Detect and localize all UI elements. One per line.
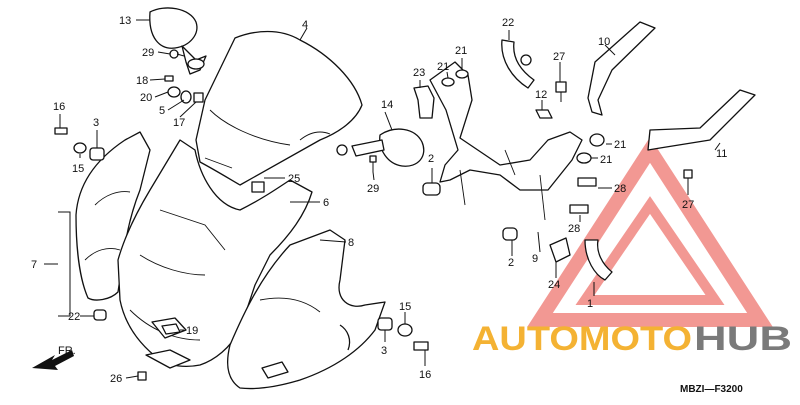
callout-10: 10 xyxy=(598,36,610,48)
callout-23: 23 xyxy=(413,67,425,79)
grommet-1 xyxy=(93,309,107,321)
callout-22b: 1 xyxy=(587,298,593,310)
right-mirror xyxy=(336,128,425,167)
callout-26: 26 xyxy=(110,373,122,385)
callout-labels: 13 29 4 22 10 21 21 27 23 18 20 5 17 14 … xyxy=(31,15,727,385)
callout-14: 14 xyxy=(381,99,393,111)
stay-10 xyxy=(587,21,656,116)
callout-25: 25 xyxy=(288,173,300,185)
nut-12 xyxy=(535,109,553,119)
callout-21b: 21 xyxy=(437,61,449,73)
left-mirror xyxy=(149,7,207,75)
callout-16b: 16 xyxy=(419,369,431,381)
callout-15: 15 xyxy=(72,163,84,175)
screw-29-a xyxy=(169,49,185,59)
left-fasteners xyxy=(54,127,105,161)
callout-21c: 21 xyxy=(614,139,626,151)
callout-12: 12 xyxy=(535,89,547,101)
strap-22-lower xyxy=(549,237,613,281)
watermark-logo xyxy=(527,137,773,327)
watermark-text: AUTOMOTO HUB xyxy=(472,320,792,358)
small-hardware xyxy=(164,75,204,104)
bolts-28 xyxy=(569,177,597,214)
callout-1: 22 xyxy=(68,311,80,323)
windscreen xyxy=(195,30,363,186)
callout-24: 24 xyxy=(548,279,560,291)
diagram-code: MBZI—F3200 xyxy=(680,384,743,395)
callout-7: 7 xyxy=(31,259,37,271)
callout-28: 28 xyxy=(614,183,626,195)
callout-28b: 28 xyxy=(568,223,580,235)
callout-27: 27 xyxy=(553,51,565,63)
bolt-27-top xyxy=(555,81,567,102)
callout-2b: 2 xyxy=(508,257,514,269)
watermark-hub: HUB xyxy=(694,320,792,358)
callout-8: 8 xyxy=(348,237,354,249)
callout-16: 16 xyxy=(53,101,65,113)
fairing-stay xyxy=(422,61,583,241)
callout-6: 6 xyxy=(323,197,329,209)
right-side-cowl xyxy=(227,229,386,390)
callout-19: 19 xyxy=(186,325,198,337)
screw-26 xyxy=(137,371,147,381)
front-direction-arrow: FR. xyxy=(32,345,76,370)
direction-label: FR. xyxy=(58,345,76,357)
callout-27b: 27 xyxy=(682,199,694,211)
bracket-7 xyxy=(44,211,71,317)
strap-22-top xyxy=(501,39,535,89)
callout-22: 22 xyxy=(502,17,514,29)
grommet-21-top xyxy=(441,69,469,87)
right-fasteners xyxy=(377,317,429,351)
callout-21d: 21 xyxy=(600,154,612,166)
callout-18: 18 xyxy=(136,75,148,87)
watermark-auto: AUTOMOTO xyxy=(472,320,692,358)
callout-17: 17 xyxy=(173,117,185,129)
callout-4: 4 xyxy=(302,19,308,31)
callout-2: 2 xyxy=(428,153,434,165)
callout-15b: 15 xyxy=(399,301,411,313)
screw-29-b xyxy=(369,155,377,172)
callout-21: 21 xyxy=(455,45,467,57)
clamp-23 xyxy=(413,85,435,119)
callout-3: 3 xyxy=(93,117,99,129)
callout-29: 29 xyxy=(142,47,154,59)
bolt-25 xyxy=(251,181,265,193)
callout-3b: 3 xyxy=(381,345,387,357)
callout-29b: 29 xyxy=(367,183,379,195)
left-side-cowl xyxy=(75,131,151,301)
washers-21-right xyxy=(576,133,605,164)
clip-19 xyxy=(161,323,181,335)
bolt-27-right xyxy=(683,169,693,179)
callout-13: 13 xyxy=(119,15,131,27)
callout-9: 9 xyxy=(532,253,538,265)
callout-5: 5 xyxy=(159,105,165,117)
leader-lines xyxy=(59,19,721,379)
stay-11 xyxy=(647,89,756,151)
callout-11: 11 xyxy=(716,148,727,160)
callout-20: 20 xyxy=(140,92,152,104)
